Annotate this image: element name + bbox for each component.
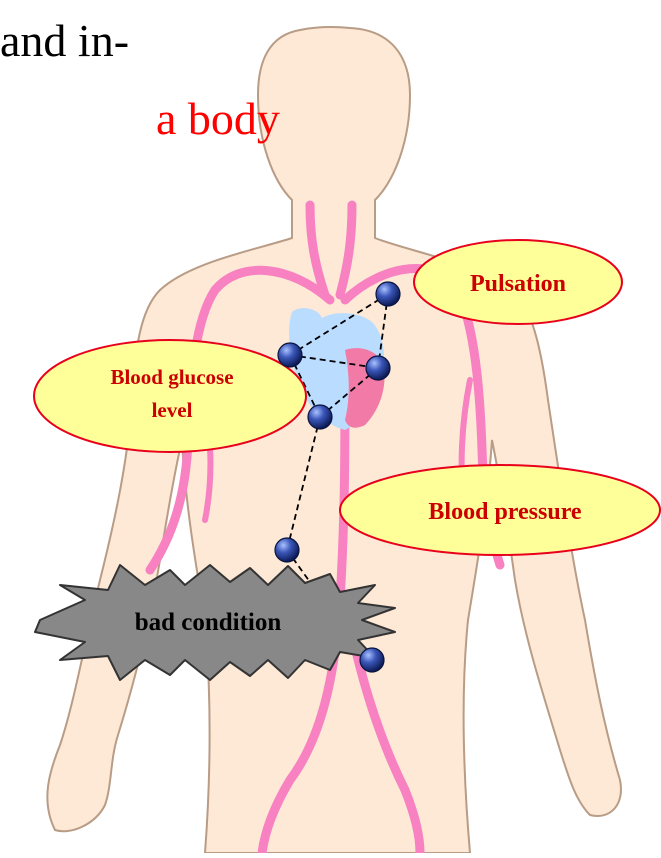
sensor-node-pulsation [376, 282, 400, 306]
blood-pressure-bubble: Blood pressure [340, 465, 660, 555]
blood-glucose-bubble: Blood glucose level [34, 340, 306, 452]
sensor-node-heart-right [366, 356, 390, 380]
heading-line-1: and in- [0, 18, 129, 64]
sensor-node-glucose [278, 343, 302, 367]
blood-glucose-label-line2: level [152, 398, 193, 422]
pulsation-bubble: Pulsation [414, 240, 622, 324]
sensor-node-abdomen [275, 538, 299, 562]
pulsation-label: Pulsation [470, 271, 566, 297]
bad-condition-label: bad condition [135, 609, 282, 636]
blood-pressure-label: Blood pressure [428, 499, 581, 525]
heading-line-2: a body [156, 96, 280, 142]
sensor-node-heart-bottom [308, 405, 332, 429]
blood-glucose-label-line1: Blood glucose [110, 365, 233, 389]
sensor-node-pelvis [360, 648, 384, 672]
